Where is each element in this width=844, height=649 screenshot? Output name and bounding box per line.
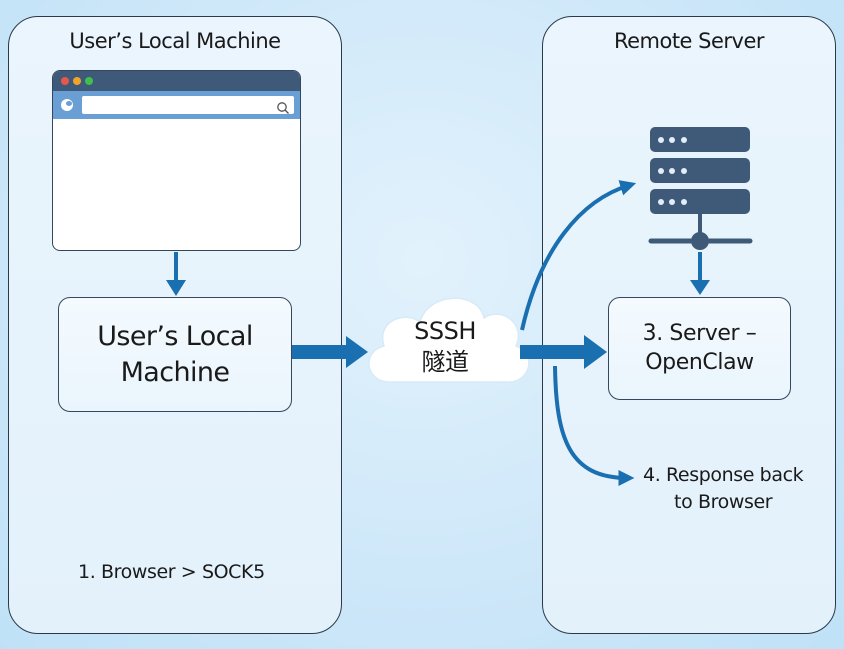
step4-line2: to Browser [674, 490, 773, 513]
server-rack-icon [648, 127, 753, 250]
close-dot-icon [61, 77, 69, 85]
arrow-rack-to-server-box [690, 252, 710, 295]
arrow-response-back [553, 365, 635, 486]
step4-label: 4. Response back to Browser [643, 462, 804, 515]
local-panel-title: User’s Local Machine [69, 29, 281, 53]
address-bar [82, 96, 294, 114]
server-openclaw-node: 3. Server – OpenClaw [608, 297, 791, 400]
arrow-tunnel-to-server [520, 335, 607, 369]
minimize-dot-icon [73, 77, 81, 85]
step4-line1: 4. Response back [643, 464, 804, 486]
arrow-tunnel-to-server-rack [520, 180, 637, 331]
remote-panel-title: Remote Server [613, 29, 765, 53]
tunnel-line2: 隧道 [421, 348, 470, 377]
tunnel-line1: SSSH [414, 317, 476, 345]
server-node-line2: OpenClaw [645, 349, 754, 375]
local-node-line2: Machine [120, 356, 230, 388]
arrow-browser-to-local [166, 252, 186, 296]
step1-label: 1. Browser > SOCK5 [78, 561, 265, 583]
browser-logo-icon [61, 99, 73, 111]
local-machine-node: User’s Local Machine [58, 297, 292, 412]
browser-titlebar [53, 71, 300, 91]
maximize-dot-icon [85, 77, 93, 85]
browser-toolbar [53, 91, 300, 119]
ssh-tunnel-node: SSSH 隧道 [395, 316, 495, 378]
local-node-line1: User’s Local [97, 321, 253, 353]
browser-window-illustration [52, 70, 301, 251]
arrow-local-to-tunnel [292, 336, 368, 368]
search-icon [277, 102, 289, 114]
server-node-line1: 3. Server – [642, 320, 757, 346]
